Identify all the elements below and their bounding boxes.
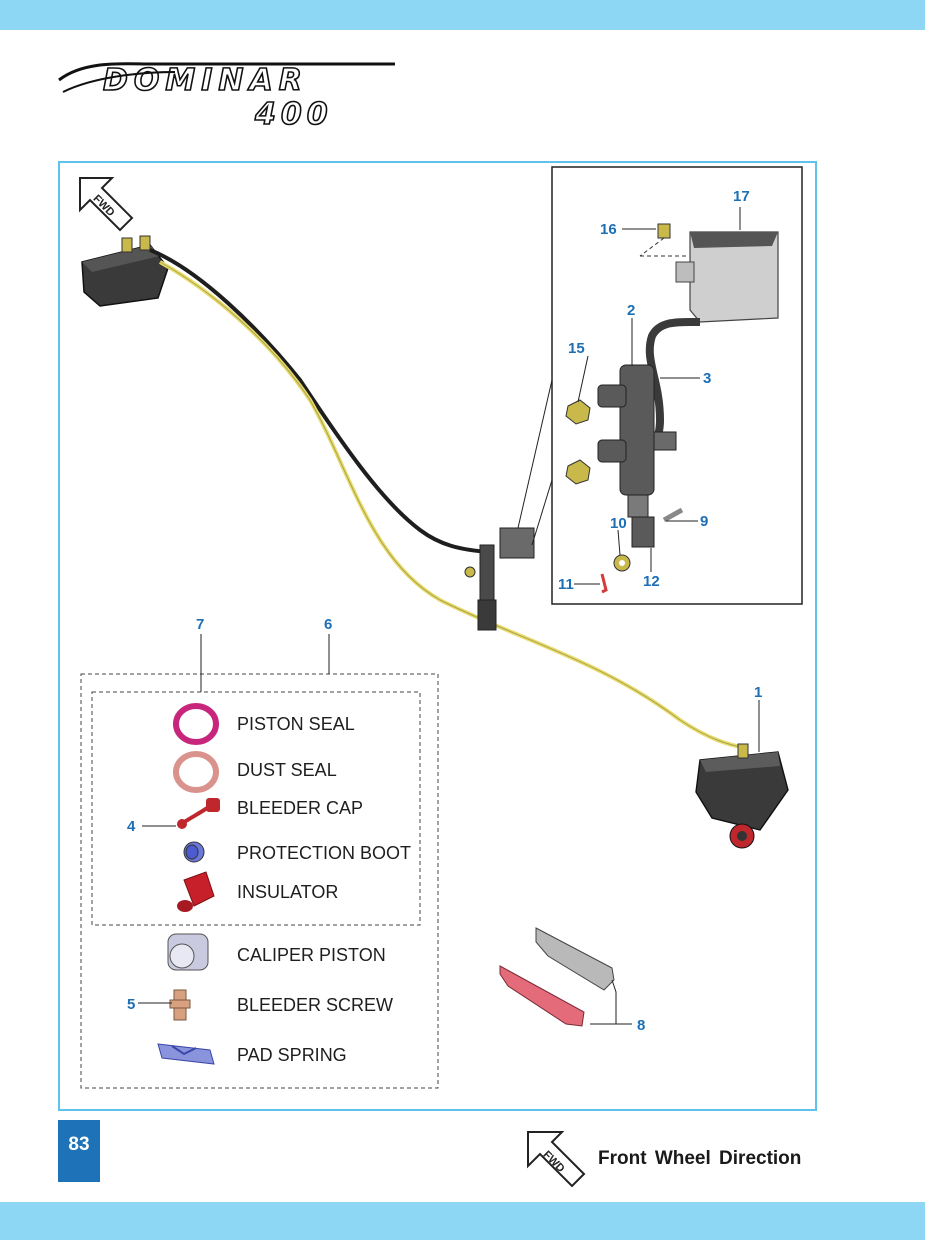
kit-label-bleeder-cap: BLEEDER CAP (237, 798, 364, 818)
top-color-band (0, 0, 925, 30)
caliper-kit-box (80, 673, 439, 1089)
brake-pads (499, 927, 615, 1027)
callout-5: 5 (127, 996, 136, 1013)
dust-seal-icon (173, 751, 219, 793)
master-cylinder-body (597, 364, 677, 548)
bottom-color-band (0, 1202, 925, 1240)
callout-3: 3 (703, 370, 712, 387)
mounting-bolts (565, 399, 591, 485)
callout-6: 6 (324, 616, 333, 633)
bleeder-cap-icon (176, 798, 220, 829)
page-number: 83 (58, 1120, 100, 1182)
fwd-arrow-icon: FWD (79, 177, 134, 232)
callout-8: 8 (637, 1017, 646, 1034)
brake-fluid-reservoir (675, 231, 779, 323)
legend-fwd-icon: FWD (527, 1131, 586, 1188)
legend-text: Front Wheel Direction (598, 1148, 802, 1169)
kit-label-bleeder-screw: BLEEDER SCREW (237, 995, 394, 1015)
callout-17: 17 (733, 188, 750, 205)
kit-label-protection-boot: PROTECTION BOOT (237, 843, 412, 863)
callout-7: 7 (196, 616, 205, 633)
callout-16: 16 (600, 221, 617, 238)
callout-1: 1 (754, 684, 763, 701)
callout-12: 12 (643, 573, 660, 590)
callout-4: 4 (127, 818, 136, 835)
kit-label-dust-seal: DUST SEAL (237, 760, 337, 780)
kit-label-insulator: INSULATOR (237, 882, 339, 902)
reservoir-bolt (639, 223, 686, 257)
piston-seal-icon (173, 703, 219, 745)
protection-boot-icon (183, 841, 205, 863)
logo-text: DOMINAR (103, 63, 308, 98)
abs-module (81, 235, 169, 307)
callout-11: 11 (558, 576, 574, 593)
logo-model: 400 (254, 97, 333, 130)
callout-9: 9 (700, 513, 709, 530)
dominar-logo: DOMINAR 400 (58, 62, 395, 130)
diagram-frame (58, 161, 817, 1111)
cotter-pin (600, 573, 608, 594)
kit-label-pad-spring: PAD SPRING (237, 1045, 347, 1065)
callout-15: 15 (568, 340, 585, 357)
insulator-icon (177, 871, 215, 912)
kit-label-caliper-piston: CALIPER PISTON (237, 945, 386, 965)
master-cylinder-assembly (464, 527, 535, 631)
seal-kit-box (91, 691, 421, 926)
bleeder-screw-icon (169, 989, 191, 1021)
pivot-pin (662, 507, 684, 523)
brake-caliper (695, 743, 789, 849)
kit-label-piston-seal: PISTON SEAL (237, 714, 355, 734)
caliper-piston-icon (167, 933, 209, 971)
brake-hose-black (149, 248, 491, 554)
callout-10: 10 (610, 515, 627, 532)
callout-2: 2 (627, 302, 636, 319)
pad-spring-icon (157, 1043, 215, 1065)
